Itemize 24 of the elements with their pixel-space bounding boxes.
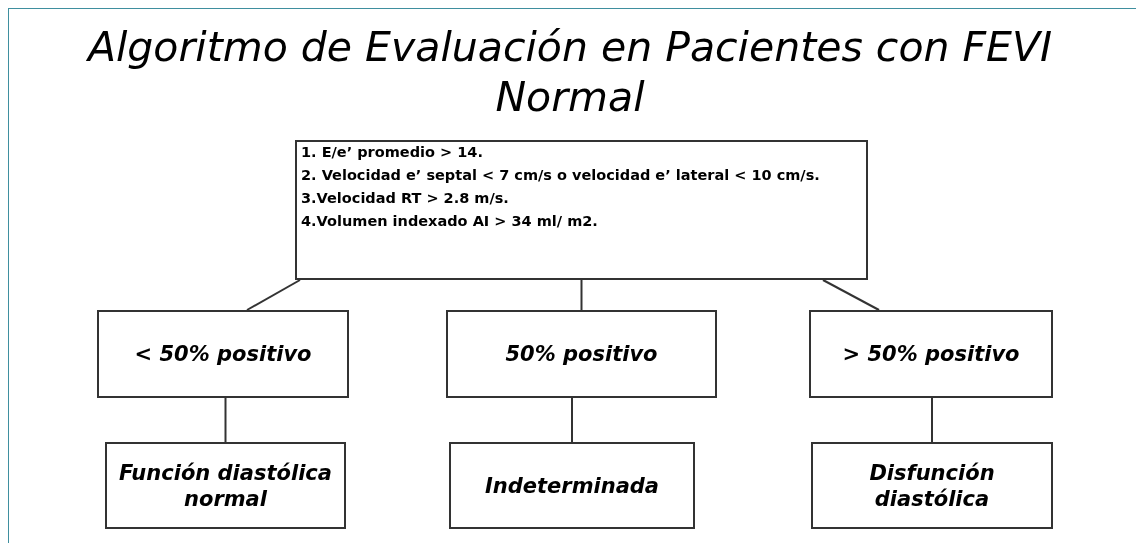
criterion-text: 4.Volumen indexado AI > 34 ml/ m2. xyxy=(301,213,599,230)
criterion-text: 2. Velocidad e’ septal < 7 cm/s o velocidad e’ lateral < 10 cm/s. xyxy=(301,167,821,184)
connector-line xyxy=(931,397,933,443)
connector-line xyxy=(571,397,573,443)
criterion-text: 3.Velocidad RT > 2.8 m/s. xyxy=(301,190,510,207)
box-label: Disfunción diastólica xyxy=(868,459,996,512)
result-box xyxy=(809,310,1053,398)
connector-line xyxy=(224,397,227,443)
outcome-box xyxy=(811,442,1053,529)
box-label: > 50% positivo xyxy=(842,340,1020,368)
box-label: Indeterminada xyxy=(484,472,660,499)
criterion-text: 1. E/e’ promedio > 14. xyxy=(301,144,484,161)
box-label: Función diastólica normal xyxy=(118,459,333,512)
connector-line xyxy=(822,279,880,311)
connector-line xyxy=(246,279,301,311)
criteria-box xyxy=(295,140,868,280)
box-label: 50% positivo xyxy=(505,340,658,368)
outcome-box xyxy=(449,442,695,529)
result-box xyxy=(97,310,349,398)
outcome-box xyxy=(105,442,346,529)
connector-line xyxy=(580,279,583,311)
title: Algoritmo de Evaluación en Pacientes con FEVI Normal xyxy=(85,22,1054,122)
result-box xyxy=(446,310,717,398)
box-label: < 50% positivo xyxy=(134,340,312,368)
